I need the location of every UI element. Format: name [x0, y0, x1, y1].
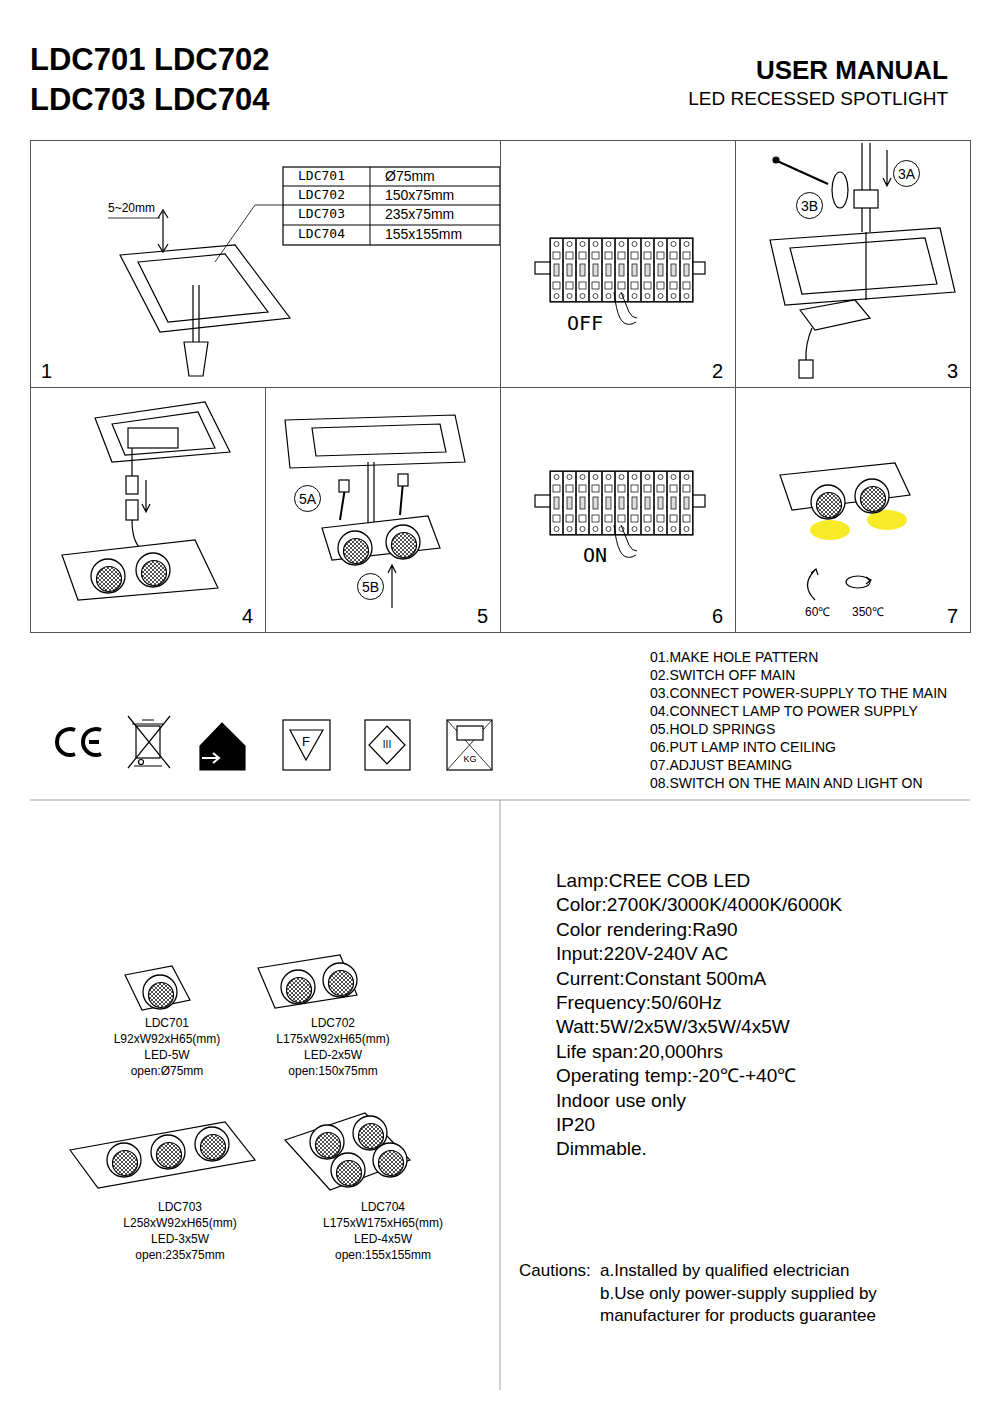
label-text: LED-2x5W [304, 1048, 362, 1062]
callout-label: 3A [898, 167, 915, 181]
label-text: LDC703 [158, 1200, 202, 1214]
step-number: 4 [242, 604, 253, 628]
step-panel: 4 [30, 387, 266, 633]
label-text: 350℃ [852, 605, 884, 619]
label-text: 03.CONNECT POWER-SUPPLY TO THE MAIN [650, 685, 947, 702]
step-number: 5 [477, 604, 488, 628]
label-text: 155x155mm [385, 226, 462, 243]
label-text: F [302, 734, 310, 750]
label-text: Input:220V-240V AC [556, 943, 728, 966]
label-text: IP20 [556, 1114, 595, 1137]
label-text: 01.MAKE HOLE PATTERN [650, 649, 818, 666]
label-text: Color:2700K/3000K/4000K/6000K [556, 894, 842, 917]
label-text: open:150x75mm [288, 1064, 377, 1078]
label-text: Cautions: [519, 1261, 591, 1281]
callout-circle: 5A [294, 485, 321, 512]
label-text: Indoor use only [556, 1090, 686, 1113]
label-text: open:155x155mm [335, 1248, 431, 1262]
step-number: 6 [712, 604, 723, 628]
callout-label: 5B [362, 580, 379, 594]
step-panel: 7 [735, 387, 971, 633]
label-text: a.Installed by qualified electrician [600, 1261, 849, 1281]
label-text: 08.SWITCH ON THE MAIN AND LIGHT ON [650, 775, 923, 792]
label-text: Lamp:CREE COB LED [556, 870, 750, 893]
callout-circle: 3B [796, 192, 823, 219]
step-panel: 5 5A 5B [265, 387, 501, 633]
label-text: Watt:5W/2x5W/3x5W/4x5W [556, 1016, 790, 1039]
label-text: LDC702 [311, 1016, 355, 1030]
callout-label: 3B [801, 199, 818, 213]
label-text: 150x75mm [385, 187, 454, 204]
label-text: LDC703 [298, 206, 345, 222]
callout-circle: 5B [357, 573, 384, 600]
label-text: III [383, 739, 391, 751]
label-text: b.Use only power-supply supplied by manu… [600, 1283, 935, 1327]
label-text: LED-4x5W [354, 1232, 412, 1246]
label-text: Color rendering:Ra90 [556, 919, 738, 942]
label-text: L258xW92xH65(mm) [123, 1216, 236, 1230]
label-text: 235x75mm [385, 206, 454, 223]
step-number: 1 [41, 359, 52, 383]
step-panel: 2 [500, 140, 736, 388]
label-text: 60℃ [805, 605, 830, 619]
label-text: 04.CONNECT LAMP TO POWER SUPPLY [650, 703, 918, 720]
label-text: LED RECESSED SPOTLIGHT [688, 88, 948, 111]
label-text: open:Ø75mm [131, 1064, 204, 1078]
label-text: Current:Constant 500mA [556, 968, 766, 991]
callout-label: 5A [299, 492, 316, 506]
document-title: LDC701 LDC702 LDC703 LDC704 [30, 40, 305, 120]
label-text: LDC701 [298, 168, 345, 184]
label-text: Operating temp:-20℃-+40℃ [556, 1065, 796, 1088]
label-text: LDC701 [145, 1016, 189, 1030]
label-text: L175xW92xH65(mm) [276, 1032, 389, 1046]
label-text: Dimmable. [556, 1138, 647, 1161]
label-text: LDC704 [298, 226, 345, 242]
step-number: 3 [947, 359, 958, 383]
label-text: KG [463, 754, 476, 765]
label-text: L175xW175xH65(mm) [323, 1216, 443, 1230]
label-text: Frequency:50/60Hz [556, 992, 722, 1015]
label-text: USER MANUAL [756, 55, 948, 86]
callout-circle: 3A [893, 160, 920, 187]
label-text: 07.ADJUST BEAMING [650, 757, 792, 774]
step-panel: 3 3A 3B [735, 140, 971, 388]
label-text: 02.SWITCH OFF MAIN [650, 667, 795, 684]
label-text: LDC702 [298, 187, 345, 203]
label-text: 06.PUT LAMP INTO CEILING [650, 739, 836, 756]
step-number: 2 [712, 359, 723, 383]
label-text: LED-3x5W [151, 1232, 209, 1246]
label-text: LED-5W [144, 1048, 189, 1062]
label-text: Life span:20,000hrs [556, 1041, 723, 1064]
step-number: 7 [947, 604, 958, 628]
label-text: L92xW92xH65(mm) [114, 1032, 221, 1046]
label-text: 05.HOLD SPRINGS [650, 721, 775, 738]
label-text: Ø75mm [385, 168, 435, 185]
label-text: open:235x75mm [135, 1248, 224, 1262]
label-text: 5~20mm [108, 201, 155, 215]
step-panel: 6 [500, 387, 736, 633]
label-text: LDC704 [361, 1200, 405, 1214]
label-text: ON [583, 543, 607, 567]
label-text: OFF [567, 311, 603, 335]
